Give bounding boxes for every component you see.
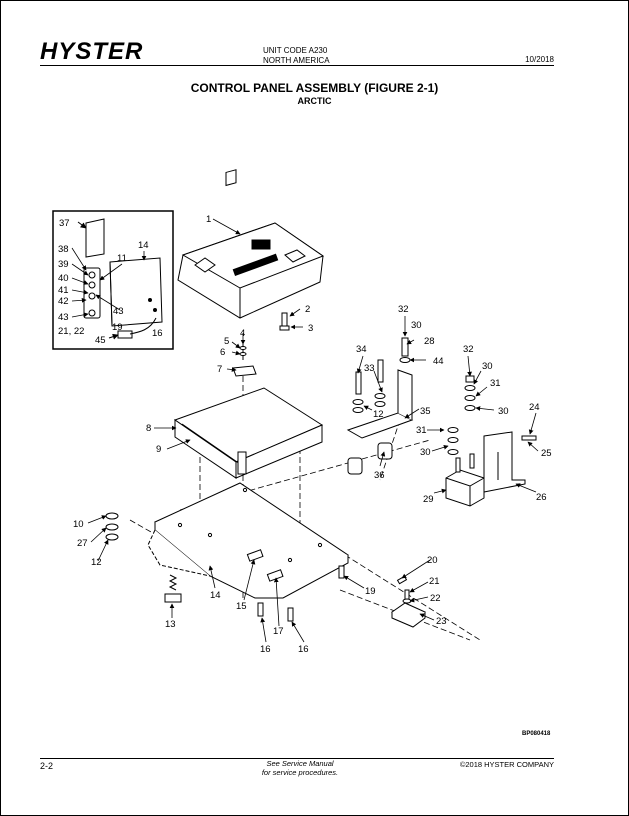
callout-10: 10 bbox=[73, 519, 84, 530]
service-note-line-1: See Service Manual bbox=[266, 759, 334, 768]
callout-23: 23 bbox=[436, 616, 447, 627]
callout-31-right: 31 bbox=[490, 378, 501, 389]
figure-code: BP080418 bbox=[522, 731, 551, 737]
callout-40: 40 bbox=[58, 273, 69, 284]
callout-12-mid: 12 bbox=[373, 409, 384, 420]
mount-bracket-part-26 bbox=[483, 431, 537, 493]
callout-43-left: 43 bbox=[58, 312, 69, 323]
callout-36: 36 bbox=[374, 470, 385, 481]
callout-labels: 1 2 3 4 5 6 7 8 9 10 27 12 13 14 15 16 1… bbox=[58, 214, 552, 655]
callout-21: 21 bbox=[429, 576, 440, 587]
header-unit-info: UNIT CODE A230 NORTH AMERICA bbox=[263, 46, 330, 66]
callout-9: 9 bbox=[156, 444, 161, 455]
callout-2: 2 bbox=[305, 304, 310, 315]
callout-24: 24 bbox=[529, 402, 540, 413]
callout-15: 15 bbox=[236, 601, 247, 612]
page-number: 2-2 bbox=[40, 761, 54, 771]
callout-32-top: 32 bbox=[398, 304, 409, 315]
brand-logo: HYSTER bbox=[40, 38, 144, 65]
callout-34: 34 bbox=[356, 344, 367, 355]
callout-20: 20 bbox=[427, 555, 438, 566]
callout-13: 13 bbox=[165, 619, 176, 630]
callout-16-inset: 16 bbox=[152, 328, 163, 339]
callout-30-right: 30 bbox=[482, 361, 493, 372]
callout-12-left: 12 bbox=[91, 557, 102, 568]
callout-1: 1 bbox=[206, 214, 211, 225]
callout-11: 11 bbox=[117, 253, 127, 264]
copyright: ©2018 HYSTER COMPANY bbox=[459, 760, 554, 769]
callout-33: 33 bbox=[364, 363, 375, 374]
region: NORTH AMERICA bbox=[263, 56, 330, 65]
callout-6: 6 bbox=[220, 347, 225, 358]
page-subtitle: ARCTIC bbox=[297, 96, 332, 106]
base-plate-part-14 bbox=[147, 482, 349, 599]
callout-17: 17 bbox=[273, 626, 284, 637]
callout-37: 37 bbox=[59, 218, 70, 229]
callout-25: 25 bbox=[541, 448, 552, 459]
callout-44: 44 bbox=[433, 356, 444, 367]
callout-5: 5 bbox=[224, 336, 229, 347]
page-title: CONTROL PANEL ASSEMBLY (FIGURE 2-1) bbox=[190, 81, 439, 95]
service-note: See Service Manual for service procedure… bbox=[200, 759, 400, 777]
callout-3: 3 bbox=[308, 323, 313, 334]
header-divider bbox=[40, 65, 554, 66]
contactor-part-29 bbox=[445, 427, 485, 507]
callout-16-a: 16 bbox=[260, 644, 271, 655]
callout-26: 26 bbox=[536, 492, 547, 503]
bracket-part-35 bbox=[346, 337, 414, 439]
service-note-line-2: for service procedures. bbox=[261, 768, 339, 777]
callout-32-right: 32 bbox=[463, 344, 474, 355]
header-date: 10/2018 bbox=[525, 55, 554, 64]
callout-35: 35 bbox=[420, 406, 431, 417]
footer-divider bbox=[40, 758, 554, 759]
callout-42: 42 bbox=[58, 296, 69, 307]
callout-43-inset: 43 bbox=[113, 306, 124, 317]
callout-8: 8 bbox=[146, 423, 151, 434]
callout-4: 4 bbox=[240, 328, 245, 339]
callout-19-inset: 19 bbox=[112, 322, 123, 333]
module-part-9 bbox=[173, 387, 324, 479]
callout-14: 14 bbox=[210, 590, 221, 601]
callout-27: 27 bbox=[77, 538, 88, 549]
callout-19: 19 bbox=[365, 586, 376, 597]
callout-16-b: 16 bbox=[298, 644, 309, 655]
callout-45: 45 bbox=[95, 335, 106, 346]
callout-14-inset: 14 bbox=[138, 240, 149, 251]
callout-31: 31 bbox=[416, 425, 427, 436]
controller-part-1 bbox=[177, 169, 325, 319]
callout-29: 29 bbox=[423, 494, 434, 505]
callout-41: 41 bbox=[58, 285, 69, 296]
callout-30-top: 30 bbox=[411, 320, 422, 331]
callout-30-left: 30 bbox=[420, 447, 431, 458]
callout-38: 38 bbox=[58, 244, 69, 255]
unit-code: UNIT CODE A230 bbox=[263, 46, 328, 55]
callout-28: 28 bbox=[424, 336, 435, 347]
fuse-holder-part-23 bbox=[390, 575, 426, 628]
callout-30-lower: 30 bbox=[498, 406, 509, 417]
callout-21-22: 21, 22 bbox=[58, 326, 84, 337]
callout-39: 39 bbox=[58, 259, 69, 270]
callout-22: 22 bbox=[430, 593, 441, 604]
callout-7: 7 bbox=[217, 364, 222, 375]
